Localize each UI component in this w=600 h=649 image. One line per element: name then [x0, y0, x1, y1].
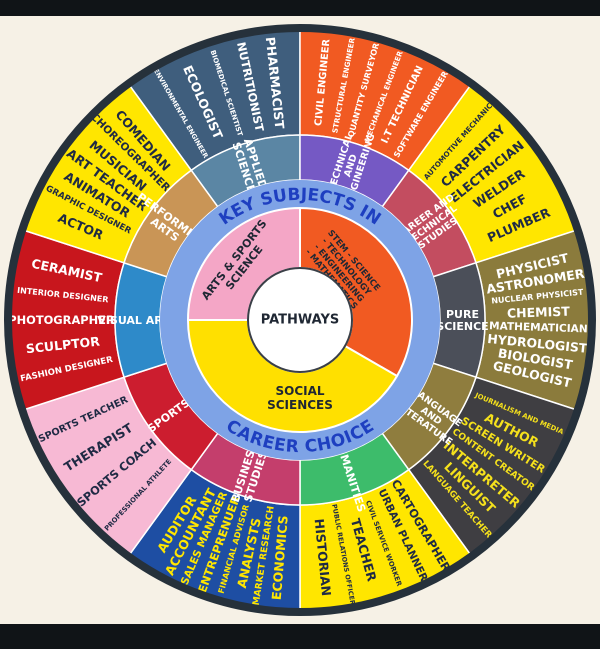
career-label: ECONOMICS [269, 515, 291, 601]
bottom-frame-bar [0, 624, 600, 645]
top-frame-bar [0, 0, 600, 16]
subject-label: VISUAL ARTS [97, 314, 177, 327]
outer-border [4, 24, 596, 616]
center-label: PATHWAYS [261, 313, 339, 328]
career-label: PHOTOGRAPHER [8, 313, 115, 327]
career-label: HISTORIAN [312, 518, 334, 597]
career-label: MATHEMATICIAN [489, 320, 588, 335]
career-label: CHEMIST [507, 304, 571, 321]
title-band [160, 180, 440, 460]
center-circle [247, 267, 353, 373]
career-ring: ENVIRONMENTAL ENGINEERECOLOGISTBIOMEDICA… [4, 24, 596, 616]
center-hub: PATHWAYS [247, 267, 353, 373]
